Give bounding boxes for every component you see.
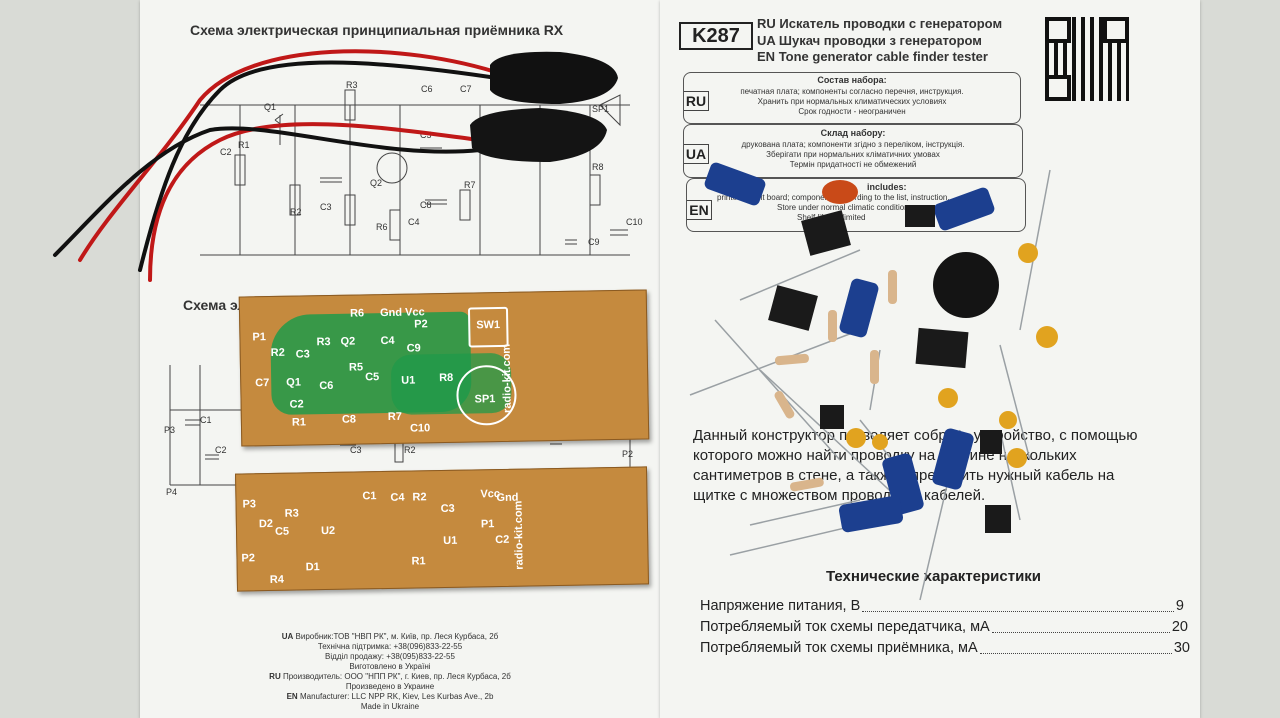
mfr-ua-line4: Виготовлено в Україні bbox=[349, 662, 431, 671]
svg-text:C8: C8 bbox=[420, 200, 432, 210]
kit-box-ua: Склад набору: друкована плата; компонент… bbox=[683, 124, 1023, 178]
battery-clip bbox=[470, 108, 607, 162]
mfr-ru-line1: Производитель: ООО "НПП РК", г. Киев, пр… bbox=[282, 672, 511, 681]
svg-text:R6: R6 bbox=[376, 222, 388, 232]
svg-text:R3: R3 bbox=[346, 80, 358, 90]
svg-text:C9: C9 bbox=[588, 237, 600, 247]
mfr-ru-label: RU bbox=[269, 672, 281, 681]
mfr-ua-line1: Виробник:ТОВ "НВП РК", м. Київ, пр. Леся… bbox=[295, 632, 499, 641]
specs-heading: Технические характеристики bbox=[826, 568, 1042, 585]
svg-text:C6: C6 bbox=[421, 84, 433, 94]
svg-text:C2: C2 bbox=[215, 445, 227, 455]
mfr-ua-label: UA bbox=[281, 632, 294, 641]
svg-text:Q1: Q1 bbox=[264, 102, 276, 112]
svg-text:P2: P2 bbox=[622, 449, 633, 459]
svg-text:R7: R7 bbox=[464, 180, 476, 190]
mfr-en-label: EN bbox=[286, 692, 298, 701]
svg-text:C4: C4 bbox=[408, 217, 420, 227]
battery-clip bbox=[490, 51, 618, 104]
manufacturer-block: UA Виробник:ТОВ "НВП РК", м. Київ, пр. Л… bbox=[240, 632, 540, 712]
svg-text:R8: R8 bbox=[592, 162, 604, 172]
mfr-ua-line3: Відділ продажу: +38(095)833-22-55 bbox=[325, 652, 455, 661]
product-title-ua: UA Шукач проводки з генератором bbox=[757, 33, 982, 48]
resistors bbox=[774, 270, 897, 492]
kit-box-ru: Состав набора: печатная плата; компонент… bbox=[683, 72, 1021, 124]
svg-text:C7: C7 bbox=[460, 84, 472, 94]
svg-text:C10: C10 bbox=[626, 217, 643, 227]
svg-text:P4: P4 bbox=[166, 487, 177, 497]
transistors bbox=[820, 205, 1011, 533]
qr-code bbox=[1045, 17, 1129, 101]
svg-text:C2: C2 bbox=[220, 147, 232, 157]
svg-text:Q2: Q2 bbox=[370, 178, 382, 188]
product-title-ru: RU Искатель проводки с генератором bbox=[757, 16, 1003, 31]
svg-text:P3: P3 bbox=[164, 425, 175, 435]
svg-text:C3: C3 bbox=[350, 445, 362, 455]
mfr-en-line2: Made in Ukraine bbox=[360, 702, 420, 711]
svg-text:C1: C1 bbox=[200, 415, 212, 425]
svg-text:R1: R1 bbox=[238, 140, 250, 150]
mfr-en-line1: Manufacturer: LLC NPP RK, Kiev, Les Kurb… bbox=[299, 692, 494, 701]
svg-text:R2: R2 bbox=[404, 445, 416, 455]
buzzer bbox=[933, 252, 999, 318]
ceramic-capacitors bbox=[822, 180, 1058, 468]
product-code: K287 bbox=[679, 22, 753, 50]
svg-text:C3: C3 bbox=[320, 202, 332, 212]
mfr-ru-line2: Произведено в Украине bbox=[345, 682, 435, 691]
mfr-ua-line2: Технічна підтримка: +38(096)833-22-55 bbox=[317, 642, 463, 651]
svg-text:SP1: SP1 bbox=[592, 104, 609, 114]
schematic-title-rx: Схема электрическая принципиальная приём… bbox=[190, 22, 564, 38]
svg-text:R2: R2 bbox=[290, 207, 302, 217]
ic-chips bbox=[768, 210, 969, 369]
electrolytic-capacitors bbox=[704, 162, 995, 533]
product-title-en: EN Tone generator cable finder tester bbox=[757, 49, 988, 64]
